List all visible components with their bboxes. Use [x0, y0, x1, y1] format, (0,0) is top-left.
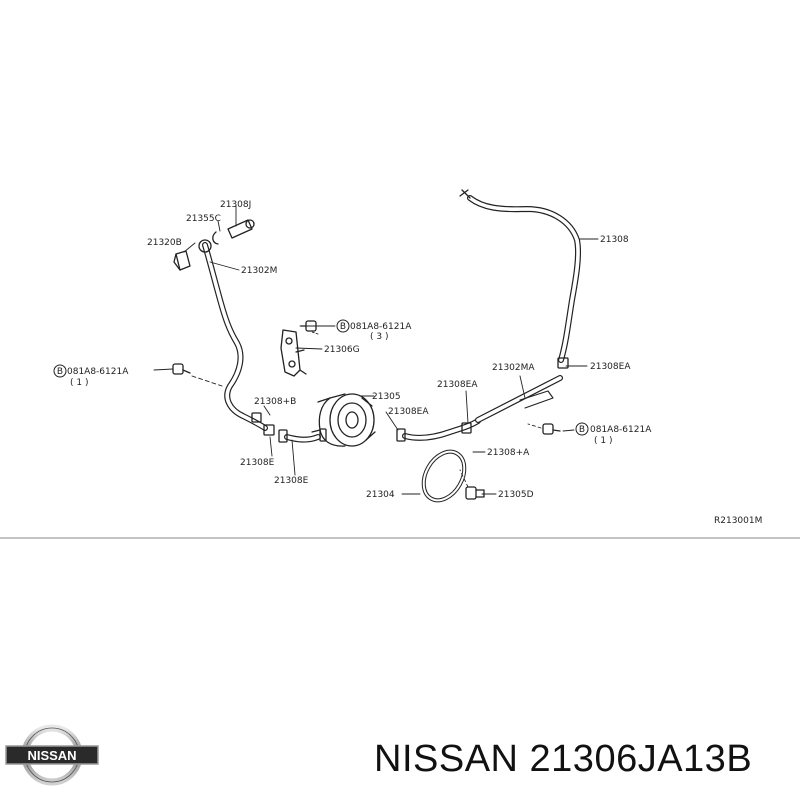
- callout-bolt-left: 081A8-6121A: [67, 367, 129, 377]
- leader-lines: [153, 205, 599, 495]
- callout-21306g: 21306G: [324, 345, 360, 355]
- bolt-marker-top: B: [340, 322, 346, 332]
- bolt-marker-right: B: [579, 425, 585, 435]
- callout-bolt-right-qty: ( 1 ): [594, 436, 612, 446]
- callout-21320b: 21320B: [147, 238, 182, 248]
- callout-21308: 21308: [600, 235, 629, 245]
- connector-21308j: [227, 219, 255, 239]
- callout-21302m: 21302M: [241, 266, 277, 276]
- callout-bolt-right: 081A8-6121A: [590, 425, 652, 435]
- callout-21304: 21304: [366, 490, 395, 500]
- bolt-marker-circle-right: [575, 422, 589, 436]
- part-caption: NISSAN 21306JA13B: [374, 738, 753, 780]
- hose-21308: [467, 195, 582, 363]
- callout-21305: 21305: [372, 392, 401, 402]
- logo-text: NISSAN: [27, 748, 76, 763]
- callout-21308ea-far: 21308EA: [590, 362, 631, 372]
- bolt-21305d: [465, 486, 485, 500]
- nissan-logo: NISSAN: [5, 724, 99, 786]
- callout-21308j: 21308J: [220, 200, 251, 210]
- bolt-left: [172, 363, 191, 375]
- bracket-21306g: [280, 329, 307, 377]
- callout-bolt-top-qty: ( 3 ): [370, 332, 388, 342]
- clamps: [251, 189, 569, 443]
- clip-21355c: [212, 231, 219, 245]
- callout-21308e: 21308E: [240, 458, 275, 468]
- bolt-marker-circle-left: [53, 364, 67, 378]
- callout-21355c: 21355C: [186, 214, 221, 224]
- bolt-right: [542, 423, 561, 435]
- callout-21308e-lower: 21308E: [274, 476, 309, 486]
- bolt-marker-circle-top: [336, 319, 350, 333]
- callout-21302ma: 21302MA: [492, 363, 535, 373]
- callout-21308ea-right: 21308EA: [437, 380, 478, 390]
- callout-bolt-left-qty: ( 1 ): [70, 378, 88, 388]
- callout-21308ea-mid: 21308EA: [388, 407, 429, 417]
- bolt-marker-left: B: [57, 367, 63, 377]
- parts-diagram: B B B 21308J 21355C 21320B 21302M 081A8-…: [0, 189, 800, 539]
- callout-21308-b: 21308+B: [254, 397, 296, 407]
- oil-cooler-21305: [311, 393, 376, 447]
- callout-bolt-top: 081A8-6121A: [350, 322, 412, 332]
- callout-21305d: 21305D: [498, 490, 534, 500]
- cap-21320b: [173, 250, 191, 271]
- callout-21308-a: 21308+A: [487, 448, 530, 458]
- reference-code: R213001M: [714, 516, 762, 526]
